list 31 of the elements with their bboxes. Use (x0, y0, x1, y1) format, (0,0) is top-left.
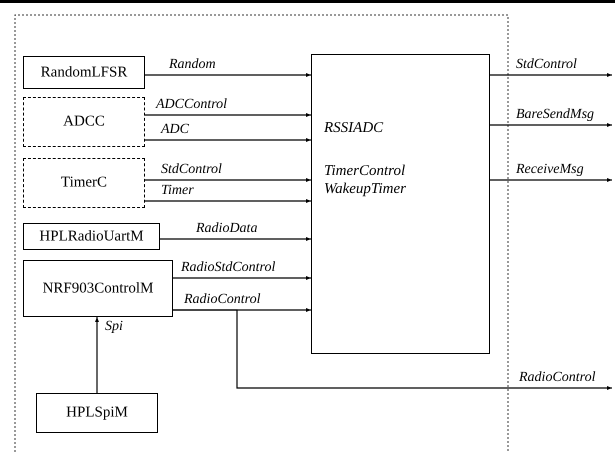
component-box (23, 260, 173, 317)
component-box (36, 393, 158, 433)
component-name: ADCC (63, 114, 105, 130)
arrow (490, 178, 612, 182)
arrow (145, 138, 311, 142)
arrow (145, 178, 311, 182)
component-box (23, 223, 160, 250)
interface-name: RSSIADC (324, 121, 384, 136)
interface-name: WakeupTimer (324, 182, 406, 197)
component-name: HPLRadioUartM (39, 229, 144, 244)
dashed-component-box (23, 158, 145, 208)
dashed-component-box (23, 97, 145, 147)
component-name: RandomLFSR (40, 65, 128, 80)
arrow (145, 199, 311, 203)
arrow (173, 309, 612, 390)
arrow (490, 73, 612, 77)
edge-label: BareSendMsg (515, 108, 596, 122)
component-name: HPLSpiM (66, 406, 128, 420)
interface-name: TimerControl (324, 164, 406, 179)
component-box (23, 56, 145, 89)
arrow (173, 276, 311, 280)
arrow (145, 113, 311, 117)
component-box (311, 54, 490, 354)
arrow (490, 123, 612, 127)
edge-label: ReceiveMsg (515, 163, 585, 177)
component-name: TimerC (60, 176, 108, 190)
component-name: NRF903ControlM (42, 281, 154, 296)
edge-label: Spi (104, 320, 124, 334)
arrow (145, 73, 311, 77)
arrow (160, 237, 311, 241)
arrow (95, 317, 99, 393)
